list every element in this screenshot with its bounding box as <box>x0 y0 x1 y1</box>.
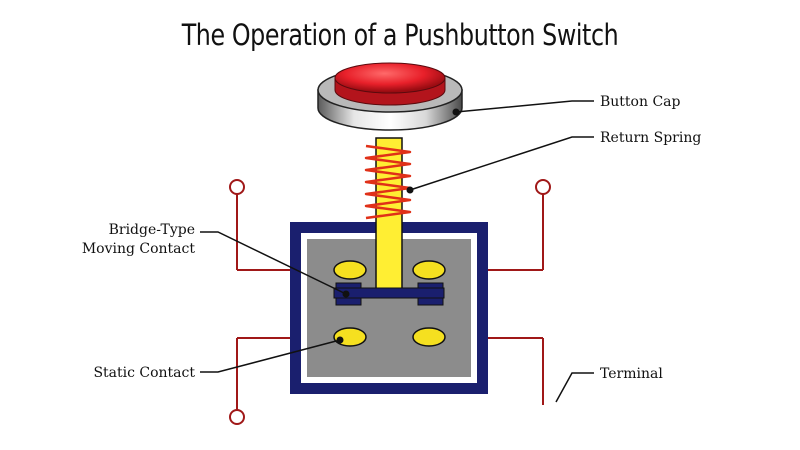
leader-lines <box>200 100 594 403</box>
label-moving-contact-line1: Bridge-Type <box>109 222 195 238</box>
terminal-wires <box>229 179 551 425</box>
static-contact-lower-right <box>412 327 446 347</box>
label-button-cap: Button Cap <box>600 94 681 110</box>
diagram-title: The Operation of a Pushbutton Switch <box>181 18 619 52</box>
terminal-top-right <box>535 179 551 195</box>
label-static-contact: Static Contact <box>93 365 195 381</box>
label-terminal: Terminal <box>600 366 663 382</box>
return-spring <box>364 144 412 220</box>
terminal-bottom-left <box>229 409 245 425</box>
static-contact-upper-right <box>412 260 446 280</box>
terminal-top-left <box>229 179 245 195</box>
label-moving-contact-line2: Moving Contact <box>82 241 196 257</box>
bridge-moving-contact <box>333 282 445 306</box>
label-return-spring: Return Spring <box>600 130 701 146</box>
static-contacts <box>333 260 446 347</box>
button-cap <box>317 62 463 131</box>
static-contact-upper-left <box>333 260 367 280</box>
leader-dots <box>336 108 460 344</box>
